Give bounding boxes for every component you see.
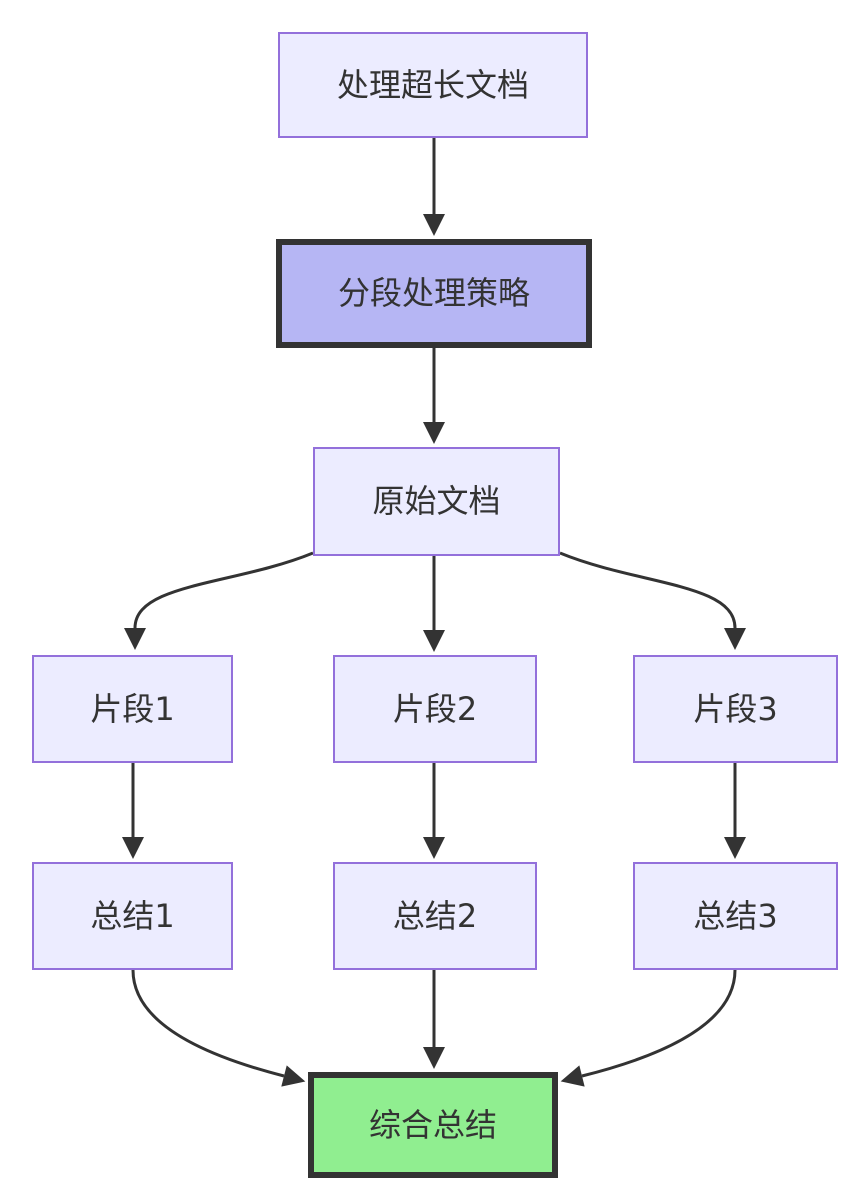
- node-label: 片段2: [392, 689, 478, 728]
- node-final-summary: 综合总结: [308, 1072, 558, 1178]
- node-original-document: 原始文档: [313, 447, 560, 556]
- node-label: 综合总结: [368, 1105, 497, 1144]
- node-label: 处理超长文档: [336, 65, 529, 104]
- edge-C-F: [559, 551, 746, 650]
- node-summary-2: 总结2: [333, 862, 537, 970]
- edge-C-D: [124, 551, 314, 650]
- node-fragment-3: 片段3: [633, 655, 838, 763]
- edge-G-J: [131, 969, 306, 1087]
- edge-I-J: [560, 969, 737, 1087]
- node-fragment-2: 片段2: [333, 655, 537, 763]
- node-process-long-document: 处理超长文档: [278, 32, 588, 138]
- node-summary-3: 总结3: [633, 862, 838, 970]
- node-label: 分段处理策略: [337, 274, 530, 313]
- node-label: 原始文档: [372, 482, 501, 521]
- node-label: 总结1: [90, 896, 175, 935]
- node-label: 总结2: [392, 896, 478, 935]
- node-label: 片段3: [693, 689, 778, 728]
- node-label: 总结3: [693, 896, 778, 935]
- node-label: 片段1: [90, 689, 175, 728]
- node-summary-1: 总结1: [32, 862, 233, 970]
- node-fragment-1: 片段1: [32, 655, 233, 763]
- node-segmentation-strategy: 分段处理策略: [276, 239, 592, 348]
